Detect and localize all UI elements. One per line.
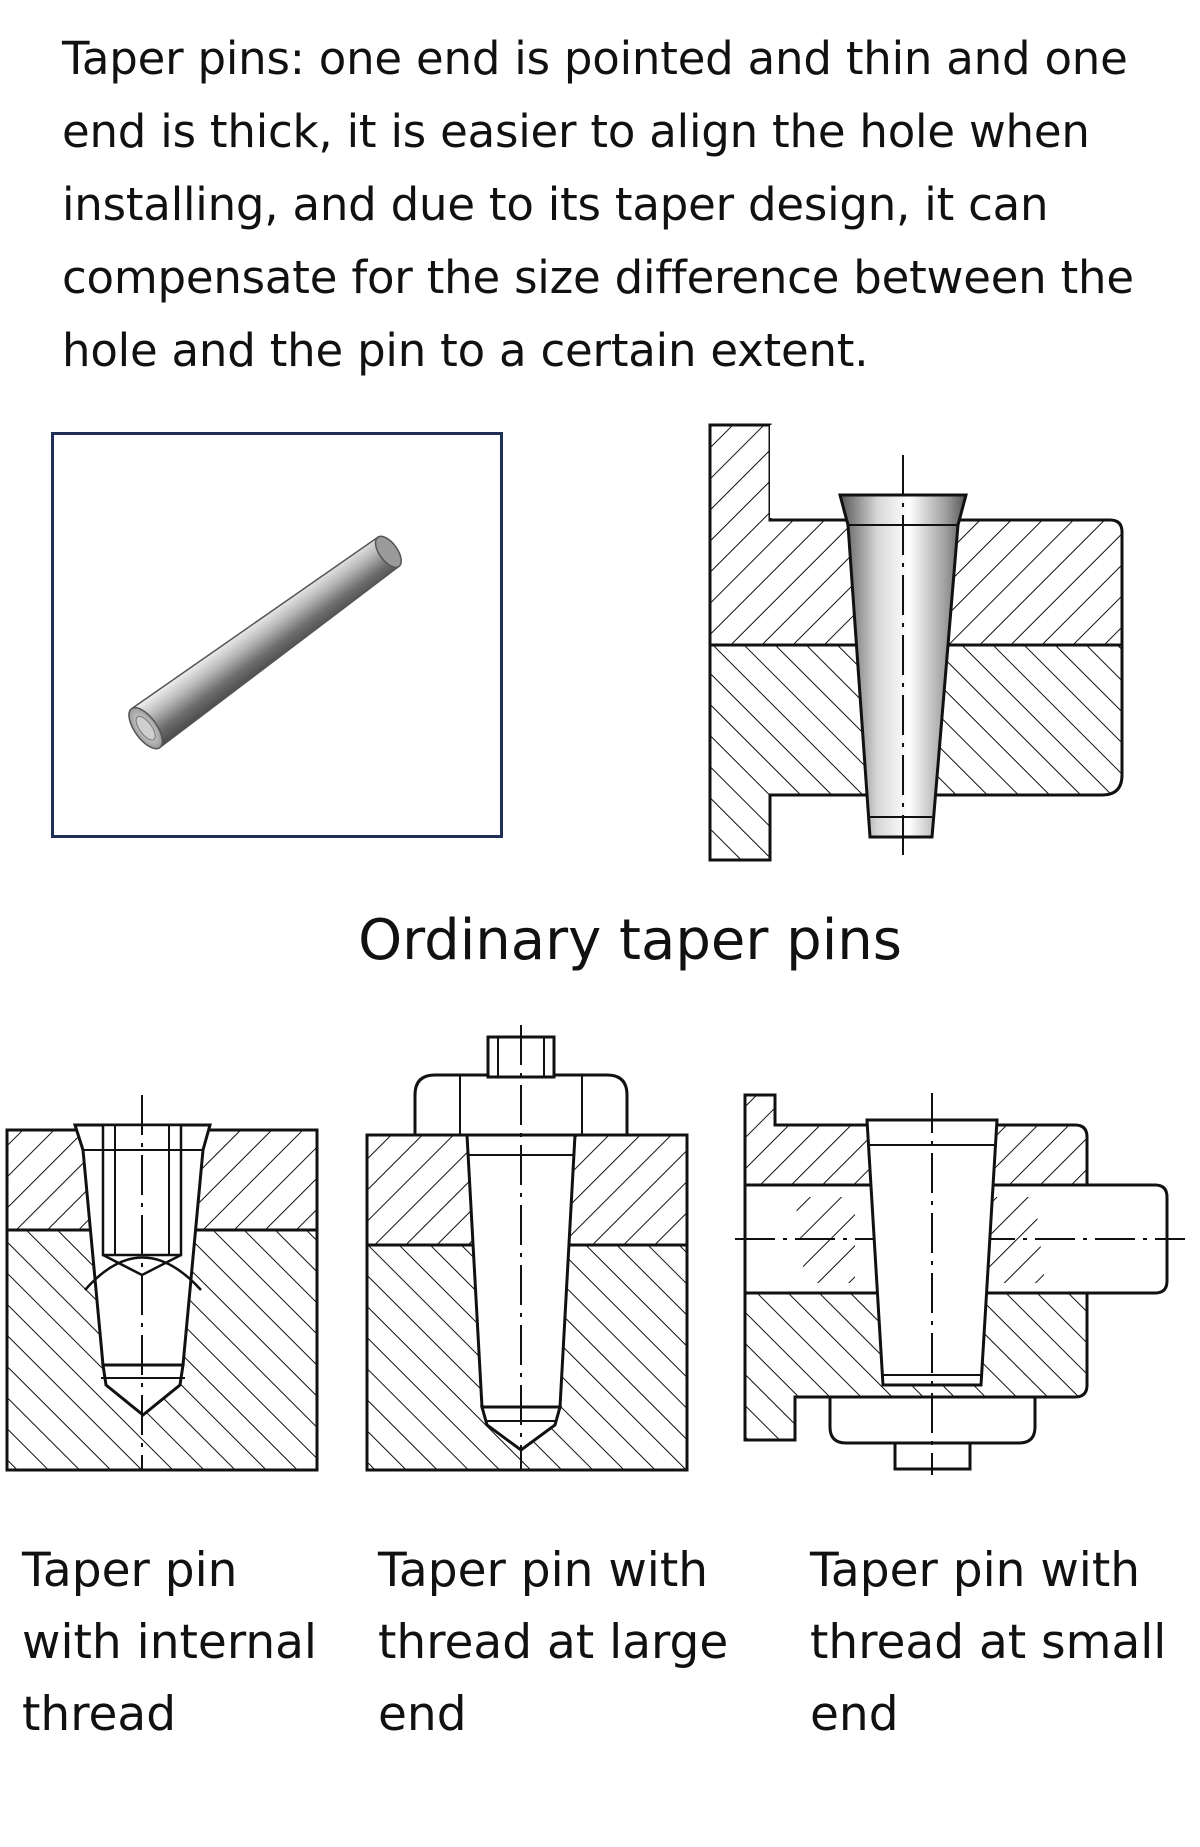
- large-end-thread-pin-drawing: [355, 1015, 695, 1475]
- taper-pin-photo: [128, 535, 402, 750]
- intro-paragraph: Taper pins: one end is pointed and thin …: [62, 32, 1134, 377]
- caption-small-end-thread: Taper pin with thread at small end: [810, 1543, 1167, 1742]
- small-end-thread-pin-drawing: [735, 1085, 1185, 1475]
- taper-pin-photo-frame: [51, 432, 503, 838]
- ordinary-taper-pin-drawing: [690, 405, 1150, 865]
- section-title: Ordinary taper pins: [358, 908, 902, 973]
- internal-thread-pin-drawing: [5, 1085, 325, 1475]
- caption-internal-thread: Taper pin with internal thread: [22, 1543, 317, 1742]
- caption-large-end-thread: Taper pin with thread at large end: [378, 1543, 729, 1742]
